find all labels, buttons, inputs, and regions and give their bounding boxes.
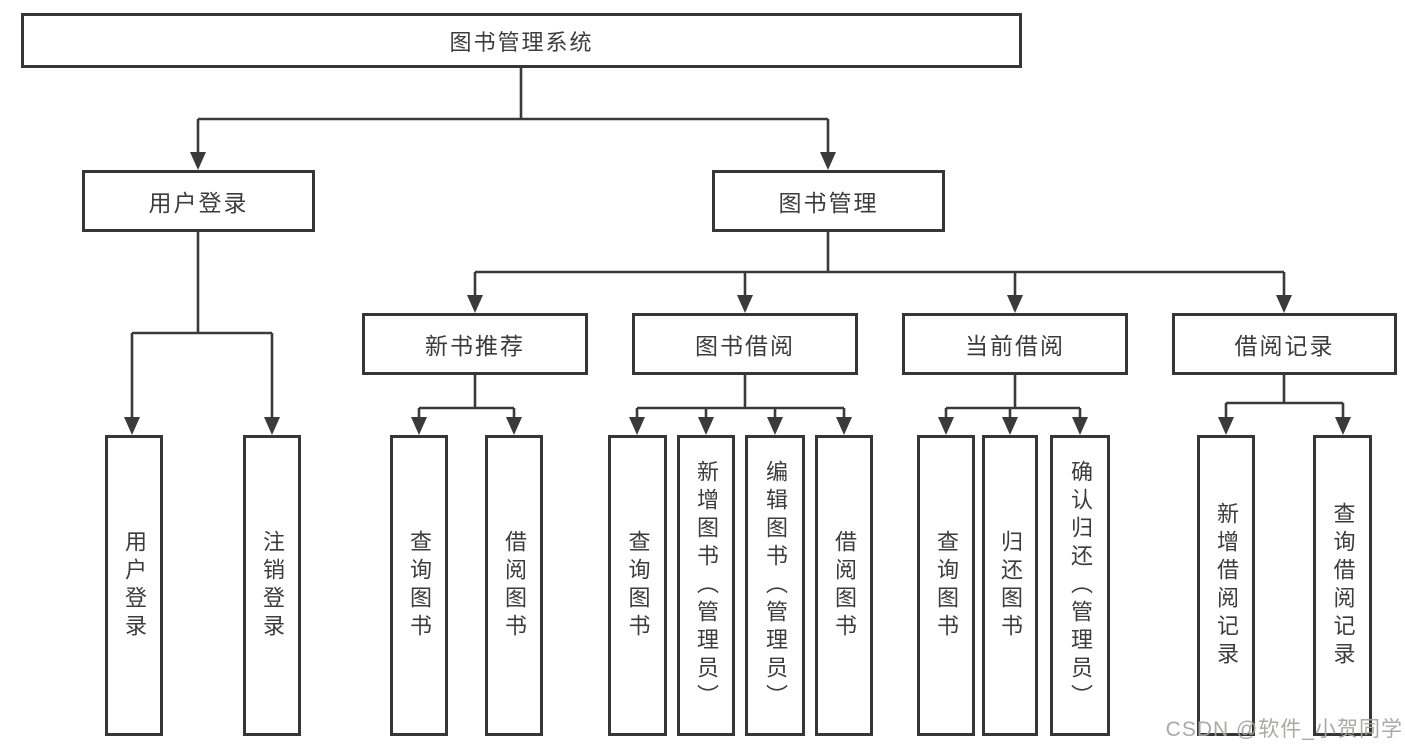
leaf-edit-books-admin: 编辑图书（管理员）	[745, 435, 805, 736]
arrowhead	[467, 295, 483, 313]
leaf-label: 借阅图书	[832, 529, 857, 642]
arrowhead	[1002, 417, 1018, 435]
arrowhead	[411, 417, 427, 435]
leaf-return-books: 归还图书	[982, 435, 1038, 736]
leaf-borrow-books: 借阅图书	[485, 435, 543, 736]
branch-box-new-book-recommend: 新书推荐	[362, 313, 588, 375]
arrowhead	[506, 417, 522, 435]
leaf-confirm-return-admin: 确认归还（管理员）	[1050, 435, 1110, 736]
branch-label: 新书推荐	[425, 333, 525, 359]
branch-box-borrow-records: 借阅记录	[1172, 313, 1397, 375]
leaf-label: 用户登录	[122, 529, 147, 642]
leaf-query-borrow-record: 查询借阅记录	[1313, 435, 1372, 736]
leaf-label: 查询图书	[407, 529, 432, 642]
arrowhead	[836, 417, 852, 435]
leaf-query-books: 查询图书	[917, 435, 975, 736]
leaf-label: 查询图书	[625, 529, 651, 642]
root-box-library-system: 图书管理系统	[21, 13, 1022, 68]
branch-label: 图书借阅	[695, 333, 795, 359]
branch-box-user-login: 用户登录	[82, 170, 315, 232]
arrowhead	[1072, 417, 1088, 435]
arrowhead	[698, 417, 714, 435]
leaf-query-books: 查询图书	[390, 435, 448, 736]
leaf-add-books-admin: 新增图书（管理员）	[677, 435, 735, 736]
leaf-label: 新增借阅记录	[1214, 501, 1239, 670]
branch-label: 图书管理	[778, 190, 879, 216]
branch-label: 用户登录	[148, 190, 249, 216]
leaf-label: 编辑图书（管理员）	[763, 459, 788, 712]
csdn-watermark: CSDN @软件_小贺同学	[1165, 718, 1403, 741]
leaf-label: 归还图书	[998, 529, 1023, 642]
leaf-label: 查询图书	[934, 529, 959, 642]
branch-box-book-management: 图书管理	[712, 170, 945, 232]
branch-box-current-borrow: 当前借阅	[902, 313, 1128, 375]
leaf-logout: 注销登录	[243, 435, 301, 736]
branch-box-book-borrow: 图书借阅	[632, 313, 858, 375]
arrowhead	[264, 417, 280, 435]
arrowhead	[1218, 417, 1234, 435]
arrowhead	[1335, 417, 1351, 435]
arrowhead	[190, 152, 206, 170]
arrowhead	[1007, 295, 1023, 313]
leaf-query-books: 查询图书	[608, 435, 667, 736]
arrowhead	[124, 417, 140, 435]
leaf-borrow-books: 借阅图书	[815, 435, 873, 736]
arrowhead	[629, 417, 645, 435]
arrowhead	[767, 417, 783, 435]
leaf-label: 确认归还（管理员）	[1068, 459, 1093, 712]
branch-label: 借阅记录	[1234, 333, 1335, 359]
leaf-label: 注销登录	[260, 529, 285, 642]
leaf-label: 新增图书（管理员）	[694, 459, 719, 712]
arrowhead	[938, 417, 954, 435]
leaf-add-borrow-record: 新增借阅记录	[1197, 435, 1255, 736]
leaf-label: 借阅图书	[502, 529, 527, 642]
branch-label: 当前借阅	[965, 333, 1065, 359]
leaf-label: 查询借阅记录	[1330, 501, 1356, 670]
leaf-user-login: 用户登录	[105, 435, 163, 736]
arrowhead	[1276, 295, 1292, 313]
root-label: 图书管理系统	[449, 29, 594, 55]
arrowhead	[820, 152, 836, 170]
arrowhead	[737, 295, 753, 313]
